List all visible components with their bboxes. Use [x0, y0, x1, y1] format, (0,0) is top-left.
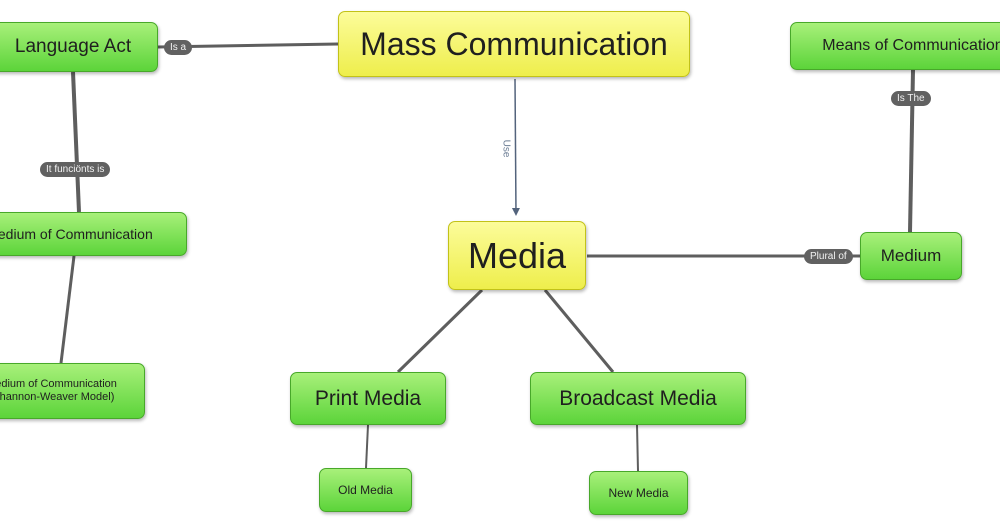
node-new-media[interactable]: New Media [589, 471, 688, 515]
line-media-to-broadcast-media [543, 289, 615, 373]
link-label-it-functions-is: It funciönts is [40, 162, 111, 177]
line-language-act-to-medium-of-communication [71, 71, 81, 213]
line-mass-communication-to-media [511, 78, 520, 216]
node-old-media[interactable]: Old Media [319, 468, 412, 512]
node-medium[interactable]: Medium [860, 232, 962, 280]
line-print-media-to-old-media [365, 424, 369, 469]
model-line-1: Medium of Communication [0, 377, 117, 390]
node-means-of-communication[interactable]: Means of Communication [790, 22, 1000, 70]
line-medium-of-communication-to-model [59, 255, 76, 364]
link-label-is-a: Is a [164, 40, 193, 55]
line-media-to-print-media [396, 288, 484, 374]
line-broadcast-media-to-new-media [636, 424, 639, 472]
node-medium-of-communication-model[interactable]: Medium of Communication (Shannon-Weaver … [0, 363, 145, 419]
node-broadcast-media[interactable]: Broadcast Media [530, 372, 746, 425]
node-print-media[interactable]: Print Media [290, 372, 446, 425]
node-language-act[interactable]: Language Act [0, 22, 158, 72]
link-label-plural-of: Plural of [804, 249, 853, 264]
node-media[interactable]: Media [448, 221, 586, 290]
model-line-2: (Shannon-Weaver Model) [0, 391, 115, 403]
node-medium-of-communication[interactable]: Medium of Communication [0, 212, 187, 256]
link-label-is-the: Is The [891, 91, 931, 106]
link-label-use: Use [500, 139, 512, 158]
node-mass-communication[interactable]: Mass Communication [338, 11, 690, 77]
